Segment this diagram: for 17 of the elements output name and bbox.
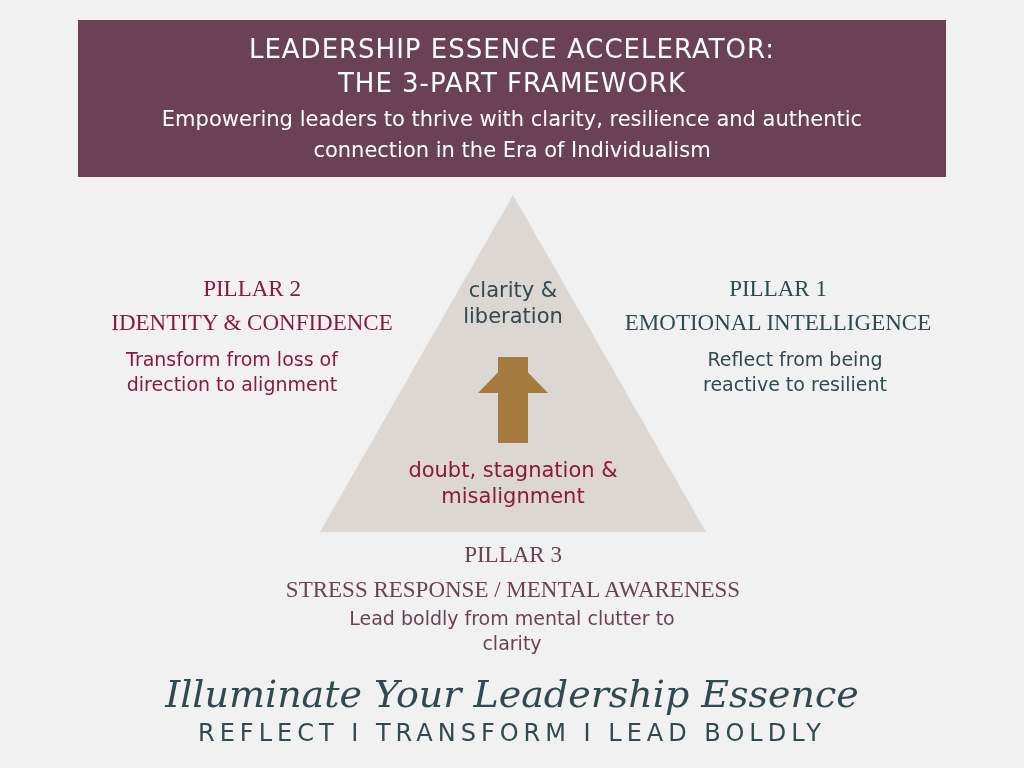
pillar-name: STRESS RESPONSE / MENTAL AWARENESS [284, 576, 742, 604]
pillar-number: PILLAR 2 [202, 275, 302, 303]
banner-heading: LEADERSHIP ESSENCE ACCELERATOR: THE 3-PART FRAMEWORK [247, 33, 777, 100]
banner-subtitle: Empowering leaders to thrive with clarity, resilience and authentic connection in the Era of Individualism [160, 106, 864, 164]
tagline: REFLECT I TRANSFORM I LEAD BOLDLY [197, 718, 827, 749]
pillar-number: PILLAR 3 [463, 541, 563, 569]
triangle-text: clarity & liberation [438, 277, 588, 329]
pillar-name: EMOTIONAL INTELLIGENCE [623, 309, 933, 337]
pillar-name: IDENTITY & CONFIDENCE [110, 309, 394, 337]
block-arrow [478, 357, 548, 443]
pillar-description: Lead boldly from mental clutter to clarity [348, 606, 676, 656]
pillar-description: Reflect from being reactive to resilient [702, 347, 888, 397]
pillar-description: Transform from loss of direction to alignment [125, 347, 340, 397]
title-banner [78, 20, 946, 177]
pillar-number: PILLAR 1 [728, 275, 828, 303]
script-slogan: Illuminate Your Leadership Essence [163, 671, 860, 718]
triangle-text: doubt, stagnation & misalignment [403, 457, 623, 509]
